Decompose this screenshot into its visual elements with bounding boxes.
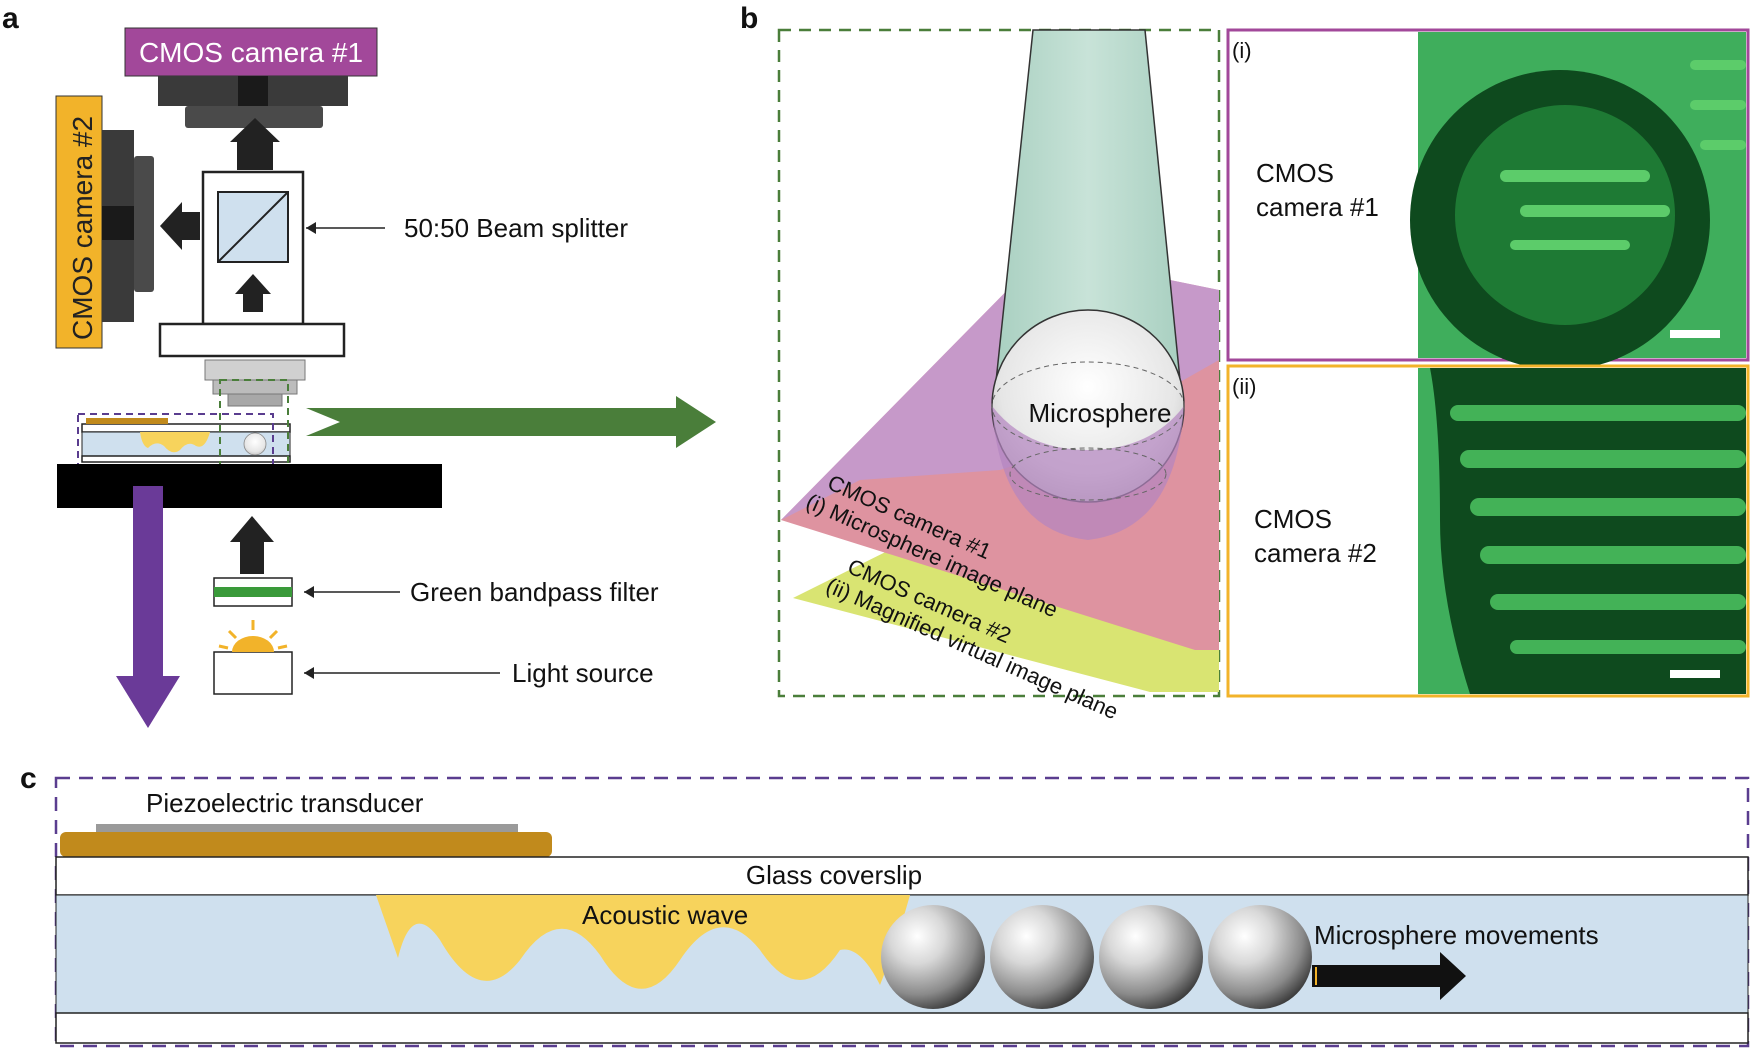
microsphere-c4 xyxy=(1208,905,1312,1009)
beam-splitter-diagonal xyxy=(217,191,289,263)
camera2-base xyxy=(134,156,154,292)
microsphere-c2 xyxy=(990,905,1094,1009)
inset-i-scale-bar xyxy=(1670,330,1720,338)
camera2-port xyxy=(102,206,134,240)
transducer-electrode xyxy=(96,824,518,834)
objective-top xyxy=(204,359,306,381)
sphere-lower-ring xyxy=(1009,447,1167,501)
green-filter-band xyxy=(214,587,292,597)
camera2-label: CMOS camera #2 xyxy=(67,116,98,340)
inset-ii-line2: camera #2 xyxy=(1254,538,1377,568)
arrow-up-camera1-head xyxy=(230,118,280,142)
slide-top xyxy=(81,423,291,433)
objective-mid xyxy=(212,379,298,395)
arrow-up-inner-head xyxy=(235,274,271,294)
camera1-label: CMOS camera #1 xyxy=(139,37,363,68)
purple-arrow-shaft xyxy=(133,486,163,676)
arrow-up-light-head xyxy=(230,516,274,542)
purple-arrow-head xyxy=(116,676,180,728)
microscope-stage-plate xyxy=(158,322,346,358)
objective-tip xyxy=(227,393,283,407)
green-dashed-frame-b xyxy=(777,28,1221,698)
light-label: Light source xyxy=(512,658,654,688)
movement-label: Microsphere movements xyxy=(1314,920,1599,950)
sphere-equator xyxy=(991,361,1185,451)
purple-dashed-box-a xyxy=(77,413,274,470)
sphere-lower-shade xyxy=(992,406,1184,540)
transducer-body xyxy=(60,832,552,857)
inset-i-line1: CMOS xyxy=(1256,158,1334,188)
microsphere-c1 xyxy=(881,905,985,1009)
bottom-glass xyxy=(55,1012,1749,1044)
panel-c: c Piezoelectric transducer Glass coversl… xyxy=(20,762,1750,1048)
panel-c-letter: c xyxy=(20,762,37,795)
inset-ii-fringes xyxy=(1450,405,1746,654)
coverslip xyxy=(55,856,1749,896)
light-source-sun xyxy=(232,636,274,652)
inset-i-fringes xyxy=(1500,60,1746,250)
inset-ii-scale-bar xyxy=(1670,670,1720,678)
inset-ii-line1: CMOS xyxy=(1254,504,1332,534)
inset-i-line2: camera #1 xyxy=(1256,192,1379,222)
arrow-up-light-shaft xyxy=(240,540,264,574)
mini-microsphere xyxy=(243,432,267,456)
beam-splitter-label: 50:50 Beam splitter xyxy=(404,213,628,243)
panel-a: a CMOS camera #1 CMOS camera #2 xyxy=(2,2,716,728)
filter-pointer-head xyxy=(304,586,314,598)
green-arrow-to-b xyxy=(306,396,716,448)
camera1-label-box xyxy=(124,27,378,77)
filter-label: Green bandpass filter xyxy=(410,577,659,607)
slide-bottom xyxy=(81,455,291,463)
acoustic-wave-label: Acoustic wave xyxy=(582,900,748,930)
camera2: CMOS camera #2 xyxy=(55,95,154,349)
microscope-stage xyxy=(57,464,442,508)
camera1-port xyxy=(238,76,268,106)
panel-a-letter: a xyxy=(2,2,19,35)
light-source-box xyxy=(213,651,293,695)
beam-splitter-pointer-head xyxy=(306,222,316,234)
camera1-base xyxy=(185,106,323,128)
microsphere-c3 xyxy=(1099,905,1203,1009)
arrow-up-inner xyxy=(243,290,263,312)
microsphere-label: Microsphere xyxy=(1028,398,1171,428)
camera1: CMOS camera #1 xyxy=(124,27,378,128)
movement-arrow xyxy=(1312,952,1466,1000)
coverslip-label: Glass coverslip xyxy=(746,860,922,890)
inset-ii-tag: (ii) xyxy=(1232,374,1256,399)
inset-ii-sphere-dark xyxy=(1430,368,1746,694)
mini-acoustic-wave xyxy=(140,432,210,453)
arrow-up-camera1 xyxy=(237,138,273,170)
arrow-left-camera2 xyxy=(180,212,200,240)
panel-b-letter: b xyxy=(740,2,758,35)
acoustic-wave xyxy=(376,895,910,989)
plane-yellow xyxy=(793,490,1219,692)
sun-rays-icon xyxy=(218,620,288,650)
panel-b: b Microsphere CMOS camera #1 (i) Microsp… xyxy=(740,2,1750,724)
arrow-left-camera2-head xyxy=(160,202,182,250)
inset-i-tag: (i) xyxy=(1232,38,1252,63)
mini-transducer xyxy=(86,418,168,424)
light-pointer-head xyxy=(304,667,314,679)
transducer-label: Piezoelectric transducer xyxy=(146,788,424,818)
